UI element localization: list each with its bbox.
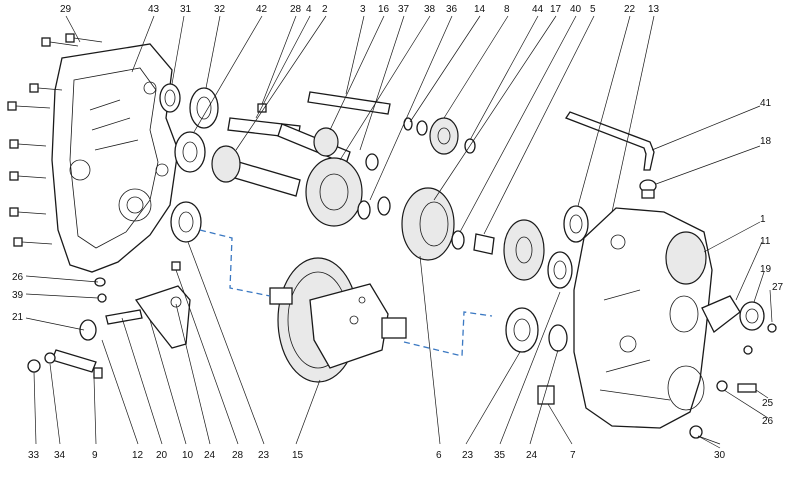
- clutch-drum: [401, 187, 495, 261]
- left-housing: [51, 43, 179, 273]
- callout-label: 7: [570, 450, 576, 461]
- callout-label: 41: [760, 98, 772, 109]
- callout-label: 39: [12, 290, 24, 301]
- callout-label: 27: [772, 282, 784, 293]
- callout-label: 42: [256, 4, 268, 15]
- callout-label: 2: [322, 4, 328, 15]
- callout-label: 28: [290, 4, 302, 15]
- callout-label: 32: [214, 4, 226, 15]
- callout-label: 11: [760, 236, 771, 247]
- callout-label: 15: [292, 450, 304, 461]
- callout-label: 43: [148, 4, 160, 15]
- callout-label: 21: [12, 312, 24, 323]
- spur-gears-upper: [211, 117, 476, 227]
- callout-label: 31: [180, 4, 192, 15]
- callout-label: 38: [424, 4, 436, 15]
- callout-label: 26: [762, 416, 774, 427]
- callout-label: 30: [714, 450, 726, 461]
- callout-label: 29: [60, 4, 72, 15]
- callout-label: 24: [526, 450, 538, 461]
- callout-label: 34: [54, 450, 66, 461]
- callout-label: 12: [132, 450, 144, 461]
- leader-lines: [25, 15, 773, 449]
- callout-label: 20: [156, 450, 168, 461]
- callout-label: 40: [570, 4, 582, 15]
- callouts-left: 26 39 21: [12, 272, 24, 323]
- callout-label: 23: [258, 450, 270, 461]
- right-housing: [573, 207, 713, 429]
- callout-label: 14: [474, 4, 486, 15]
- lower-bearing-seal: [505, 307, 568, 353]
- upper-bearings: [159, 83, 219, 243]
- callout-label: 22: [624, 4, 636, 15]
- callout-label: 24: [204, 450, 216, 461]
- callout-label: 13: [648, 4, 660, 15]
- callout-label: 23: [462, 450, 474, 461]
- callout-label: 17: [550, 4, 562, 15]
- callout-label: 4: [306, 4, 312, 15]
- callout-label: 1: [760, 214, 766, 225]
- right-gear-bearing: [503, 205, 589, 289]
- callout-label: 3: [360, 4, 366, 15]
- callout-label: 26: [12, 272, 24, 283]
- callout-label: 36: [446, 4, 458, 15]
- callout-label: 19: [760, 264, 772, 275]
- callout-label: 5: [590, 4, 596, 15]
- callouts-top: 29 43 31 32 42 28 4 2 3 16 37 38 36 14 8…: [60, 4, 660, 15]
- callouts-right: 41 18 1 11 19 27 25 26: [760, 98, 784, 427]
- bottom-leader-lines: [33, 241, 721, 445]
- vent-pipe: [565, 111, 657, 199]
- housing-bolts: [7, 33, 103, 247]
- callout-label: 33: [28, 450, 40, 461]
- callout-label: 44: [532, 4, 544, 15]
- callout-label: 18: [760, 136, 772, 147]
- assembly-path-lines: [199, 229, 493, 357]
- callout-label: 9: [92, 450, 98, 461]
- callout-label: 25: [762, 398, 774, 409]
- callout-label: 35: [494, 450, 506, 461]
- callout-label: 16: [378, 4, 390, 15]
- right-cover-parts: [537, 295, 777, 439]
- callout-label: 10: [182, 450, 194, 461]
- callout-label: 28: [232, 450, 244, 461]
- callout-label: 6: [436, 450, 442, 461]
- callouts-bottom: 33 34 9 12 20 10 24 28 23 15 6 23 35 24 …: [28, 450, 726, 461]
- callout-label: 37: [398, 4, 410, 15]
- callout-label: 8: [504, 4, 510, 15]
- differential-assembly: [269, 257, 407, 383]
